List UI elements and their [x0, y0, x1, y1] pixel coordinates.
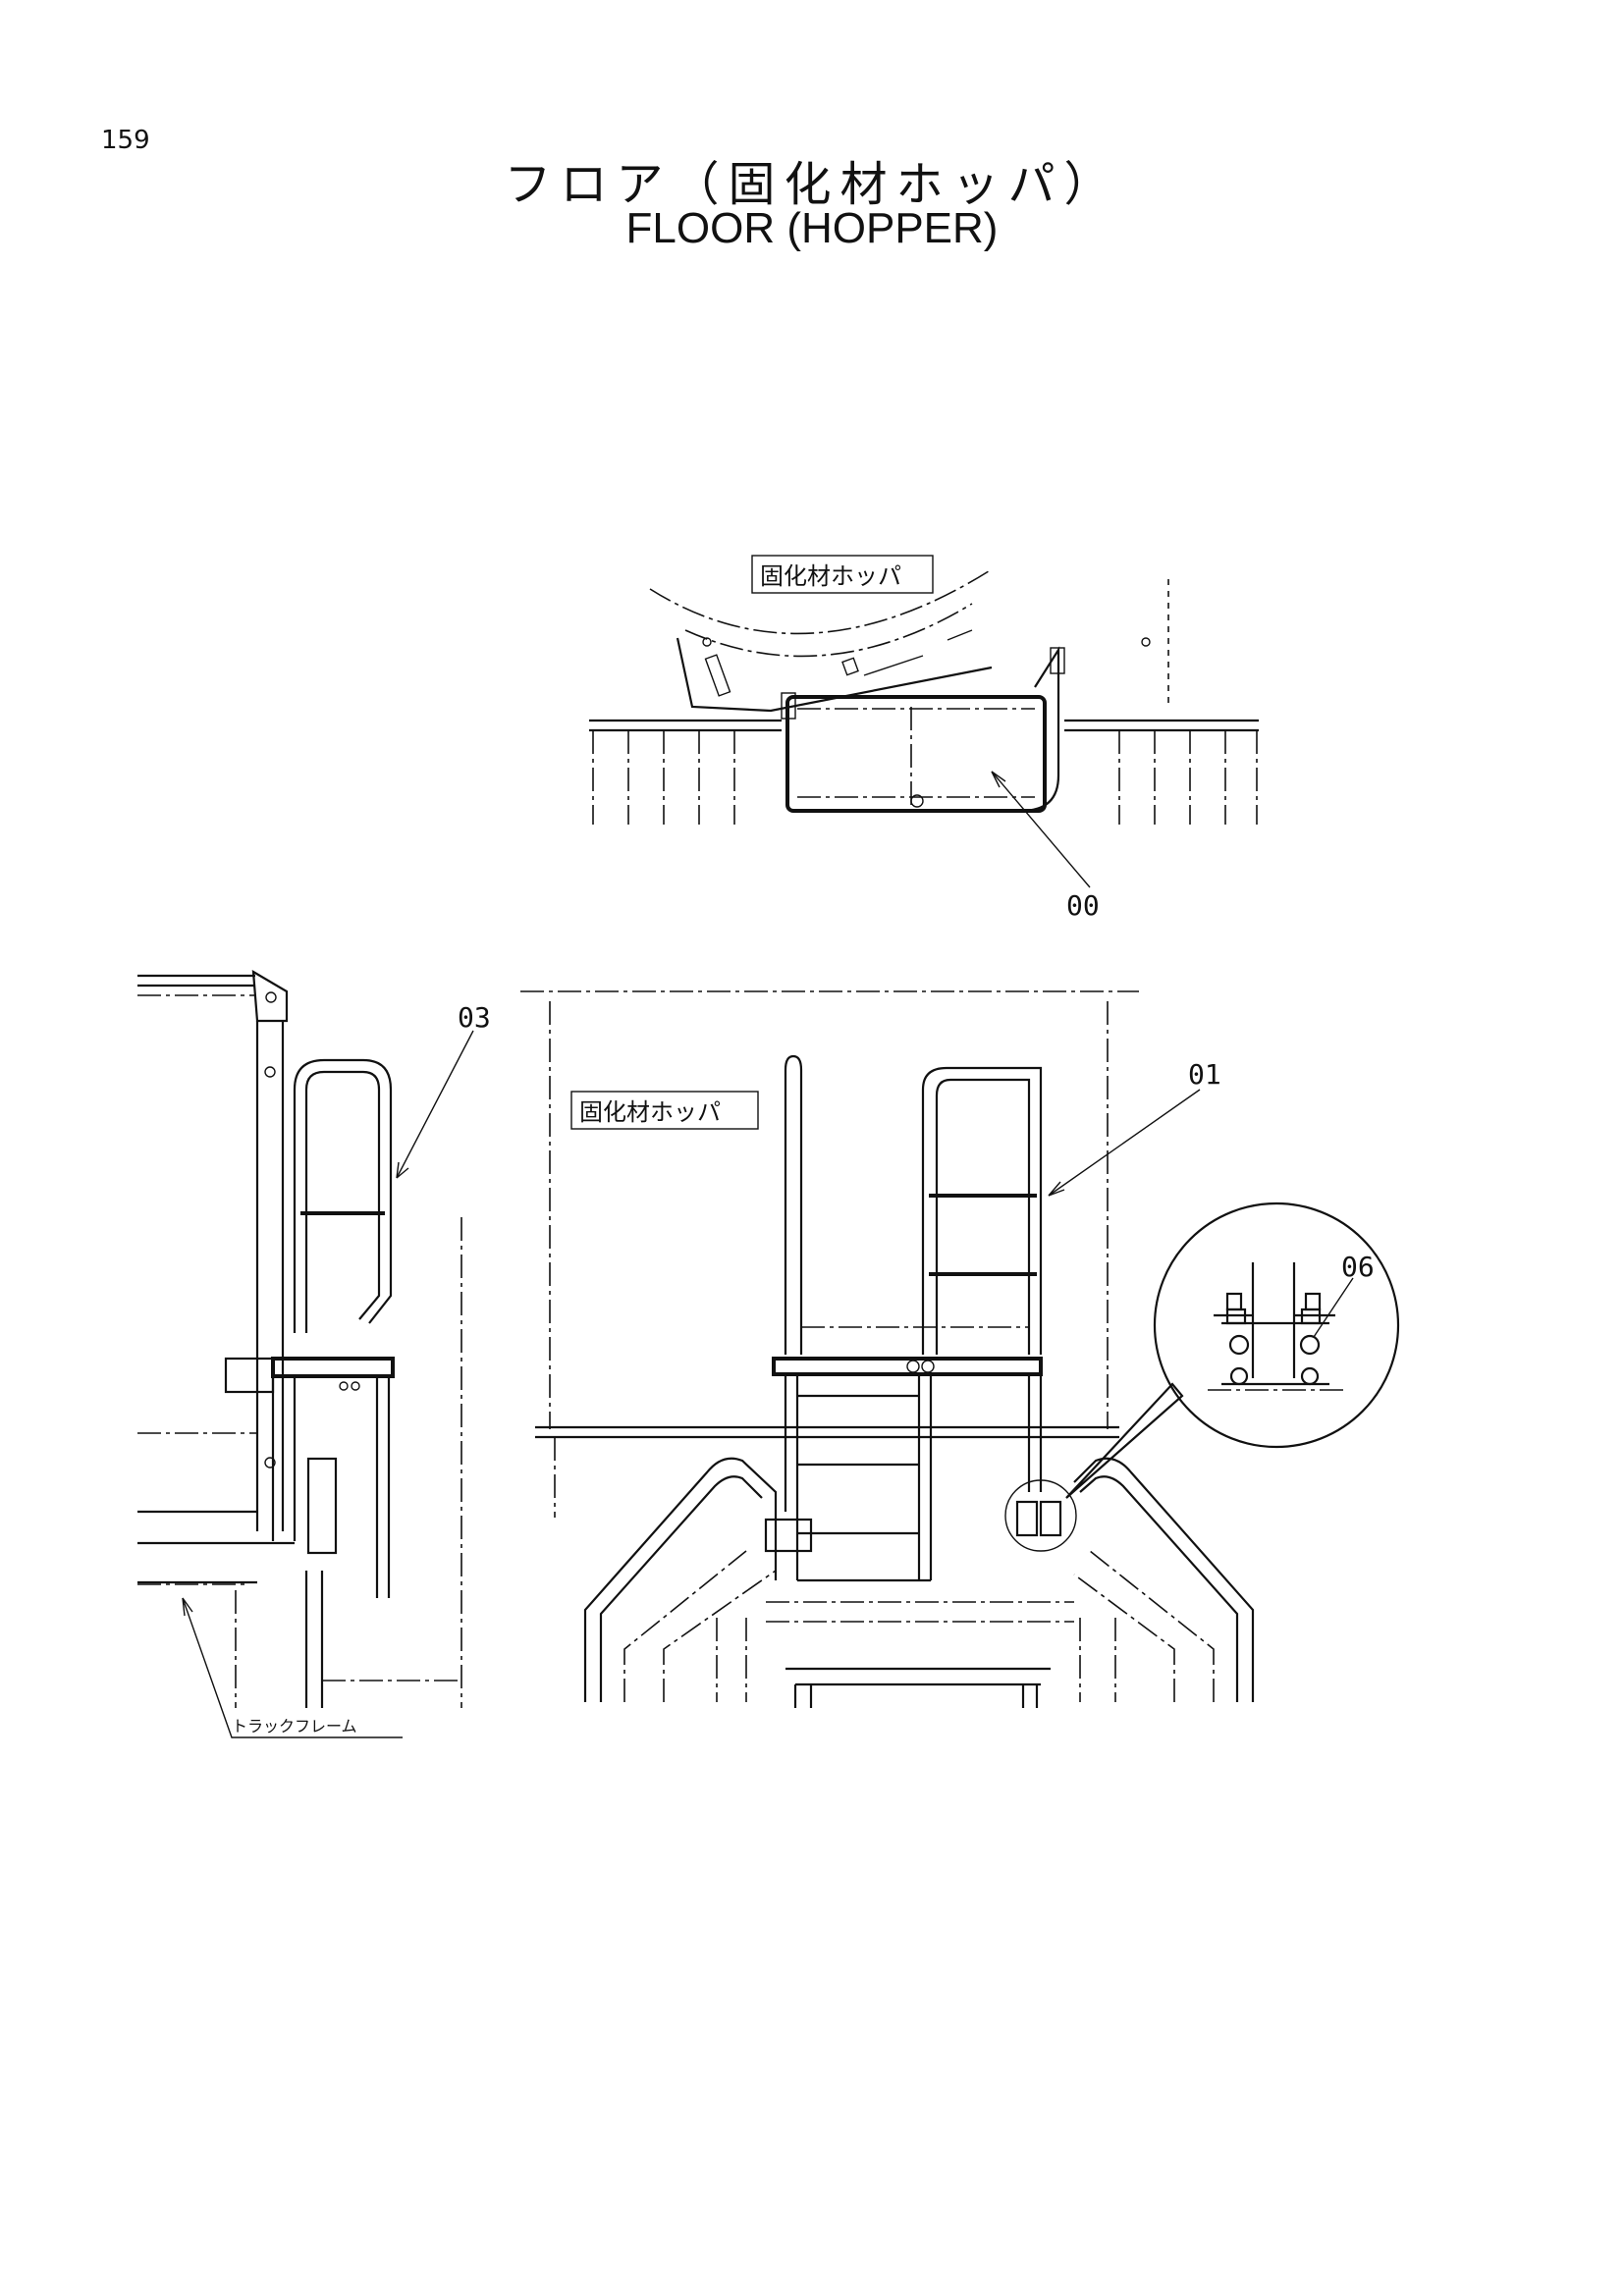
side-view: トラックフレーム 03	[137, 969, 491, 1738]
title-japanese: フロア（固化材ホッパ）	[504, 157, 1120, 212]
callout-03: 03	[458, 1001, 491, 1034]
detail-circle-06	[1153, 1201, 1400, 1449]
top-view: 固化材ホッパ	[589, 555, 1259, 922]
callout-00: 00	[1066, 889, 1100, 922]
hopper-arc-outer	[649, 568, 993, 635]
callout-01: 01	[1188, 1058, 1221, 1091]
page-number: 159	[101, 126, 150, 155]
hopper-arc-inner	[684, 603, 973, 658]
hopper-label-box-top	[751, 555, 934, 594]
hopper-label-box-front	[570, 1091, 759, 1130]
floor-panel-00	[785, 695, 1047, 813]
handrail-01	[921, 1066, 1043, 1355]
hopper-label-top: 固化材ホッパ	[760, 562, 901, 590]
callout-06: 06	[1341, 1251, 1375, 1283]
handrail-03	[293, 1058, 393, 1333]
track-frame-label: トラックフレーム	[232, 1717, 357, 1735]
front-view: 固化材ホッパ	[520, 990, 1400, 1708]
title-english: FLOOR (HOPPER)	[625, 204, 999, 252]
hopper-label-front: 固化材ホッパ	[579, 1098, 721, 1126]
detail-reference-circle	[1004, 1479, 1077, 1552]
